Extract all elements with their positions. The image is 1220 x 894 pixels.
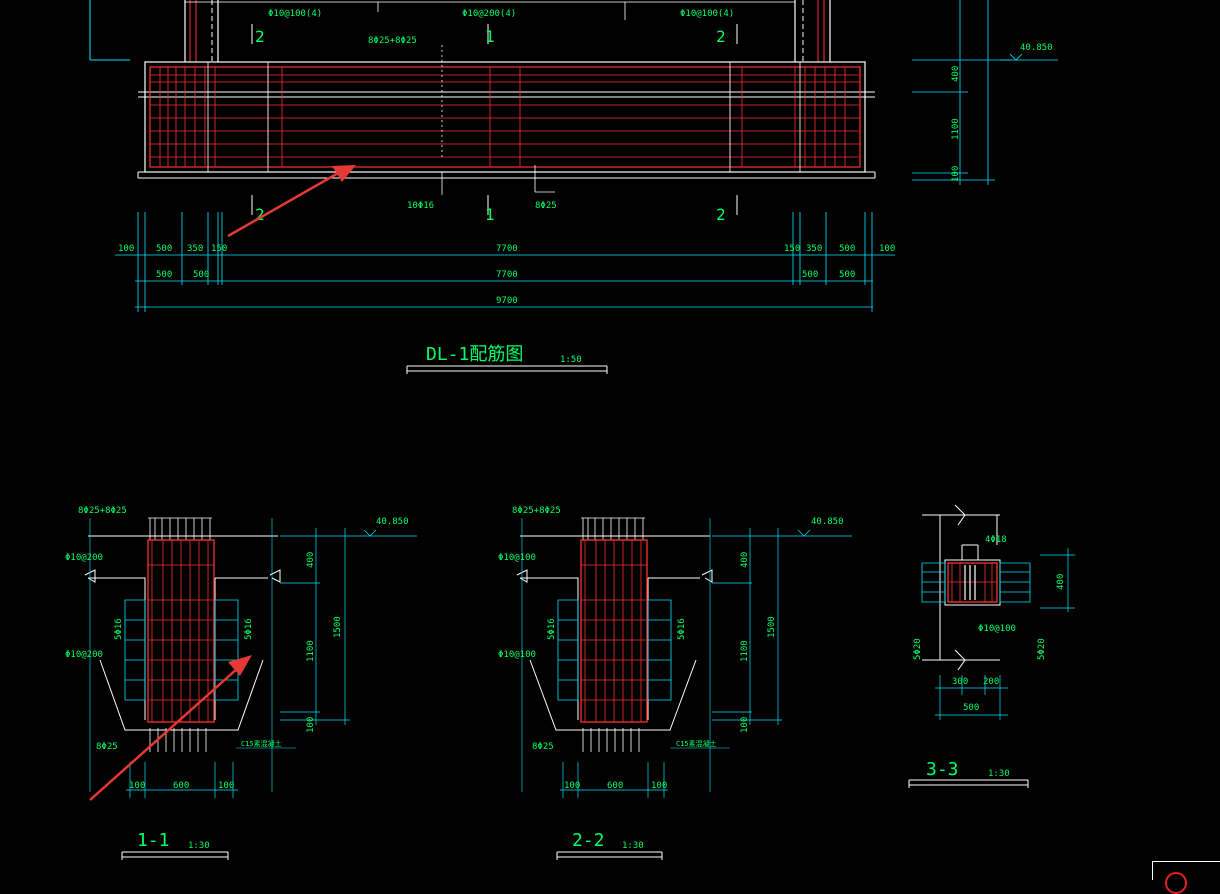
dim-150-a: 150	[211, 244, 227, 254]
elevation-level: 40.850	[1020, 43, 1053, 53]
s2-dims	[560, 528, 852, 798]
s1-hdim-600: 600	[173, 781, 189, 791]
bottom-bars-label: 8Φ25	[535, 201, 557, 211]
s1-vdim-400: 400	[306, 552, 316, 568]
s2-vtotal-1500: 1500	[767, 616, 777, 638]
section-1-1-drawing	[84, 517, 281, 792]
section-2-2-drawing	[516, 517, 713, 792]
s2-stirrup-bot-label: Φ10@100	[498, 650, 536, 660]
s1-stirrup-top-label: Φ10@200	[65, 553, 103, 563]
right-dim-400: 400	[951, 66, 961, 82]
elevation-scale: 1:50	[560, 355, 582, 365]
s1-level: 40.850	[376, 517, 409, 527]
s2-hdim-600: 600	[607, 781, 623, 791]
s2-stirrup-top-label: Φ10@100	[498, 553, 536, 563]
s3-side-left-label: 5Φ20	[913, 638, 923, 660]
elevation-title-underline	[406, 365, 608, 374]
s1-hdim-100-left: 100	[129, 781, 145, 791]
stirrup-label-left: Φ10@100(4)	[268, 9, 322, 19]
dim-150-b: 150	[784, 244, 800, 254]
s2-blinding-label: C15素混凝土	[676, 739, 717, 748]
command-panel-corner[interactable]	[1152, 861, 1220, 894]
top-bars-label: 8Φ25+8Φ25	[368, 36, 417, 46]
s2-side-right-label: 5Φ16	[677, 618, 687, 640]
right-dim-100: 100	[951, 166, 961, 182]
cut-mark-2-top-left: 2	[255, 27, 265, 46]
s2-hdim-100-right: 100	[651, 781, 667, 791]
s2-bottom-bars-label: 8Φ25	[532, 742, 554, 752]
dim-500-a: 500	[156, 244, 172, 254]
s1-title-underline	[121, 851, 229, 860]
s3-hdim-300: 300	[952, 677, 968, 687]
s1-scale: 1:30	[188, 841, 210, 851]
dim-total-9700: 9700	[496, 296, 518, 306]
beam-elevation	[89, 0, 876, 215]
s3-title: 3-3	[926, 759, 959, 780]
s2-level: 40.850	[811, 517, 844, 527]
elevation-dimensions	[115, 212, 895, 312]
stirrup-label-right: Φ10@100(4)	[680, 9, 734, 19]
s1-vtotal-1500: 1500	[333, 616, 343, 638]
s2-vdim-100: 100	[740, 717, 750, 733]
cut-mark-2-bottom-right: 2	[716, 205, 726, 224]
s1-side-right-label: 5Φ16	[244, 618, 254, 640]
dim2-500-b: 500	[193, 270, 209, 280]
record-icon[interactable]	[1165, 872, 1187, 894]
dim-100-right: 100	[879, 244, 895, 254]
side-bars-label: 10Φ16	[407, 201, 434, 211]
cut-mark-1-bottom: 1	[485, 205, 495, 224]
right-dim-1100: 1100	[951, 118, 961, 140]
s1-top-bars-label: 8Φ25+8Φ25	[78, 506, 127, 516]
s1-dims	[126, 528, 417, 798]
dim2-500-c: 500	[802, 270, 818, 280]
dim-350-a: 350	[187, 244, 203, 254]
s2-vdim-1100: 1100	[740, 640, 750, 662]
s2-title-underline	[556, 851, 663, 860]
dim2-7700: 7700	[496, 270, 518, 280]
s1-vdim-100: 100	[306, 717, 316, 733]
s2-hdim-100-left: 100	[564, 781, 580, 791]
s2-side-left-label: 5Φ16	[547, 618, 557, 640]
dim2-500-a: 500	[156, 270, 172, 280]
annotation-arrow-top	[227, 165, 356, 238]
s1-title: 1-1	[137, 830, 170, 851]
s1-stirrup-bot-label: Φ10@200	[65, 650, 103, 660]
s2-vdim-400: 400	[740, 552, 750, 568]
dim-500-b: 500	[839, 244, 855, 254]
s1-bottom-bars-label: 8Φ25	[96, 742, 118, 752]
s1-hdim-100-right: 100	[218, 781, 234, 791]
s2-scale: 1:30	[622, 841, 644, 851]
s3-stirrup-label: Φ10@100	[978, 624, 1016, 634]
s3-side-right-label: 5Φ20	[1037, 638, 1047, 660]
s2-title: 2-2	[572, 830, 605, 851]
s3-hdim-200: 200	[983, 677, 999, 687]
dim-350-b: 350	[806, 244, 822, 254]
s2-top-bars-label: 8Φ25+8Φ25	[512, 506, 561, 516]
section-3-3-drawing	[921, 504, 1075, 720]
cut-mark-2-top-right: 2	[716, 27, 726, 46]
dim2-500-d: 500	[839, 270, 855, 280]
cut-mark-2-bottom-left: 2	[255, 205, 265, 224]
elevation-title: DL-1配筋图	[426, 344, 523, 365]
s3-height-400: 400	[1056, 574, 1066, 590]
s1-vdim-1100: 1100	[306, 640, 316, 662]
dim-100-left: 100	[118, 244, 134, 254]
s1-blinding-label: C15素混凝土	[241, 739, 282, 748]
s3-top-bars-label: 4Φ18	[985, 535, 1007, 545]
s3-scale: 1:30	[988, 769, 1010, 779]
s3-title-underline	[908, 779, 1029, 788]
s3-htotal-500: 500	[963, 703, 979, 713]
s1-side-left-label: 5Φ16	[114, 618, 124, 640]
cut-mark-1-top: 1	[485, 27, 495, 46]
stirrup-label-mid: Φ10@200(4)	[462, 9, 516, 19]
dim-7700-row1: 7700	[496, 244, 518, 254]
elevation-right-dims	[912, 0, 1058, 185]
annotation-arrow-bottom	[89, 655, 252, 801]
